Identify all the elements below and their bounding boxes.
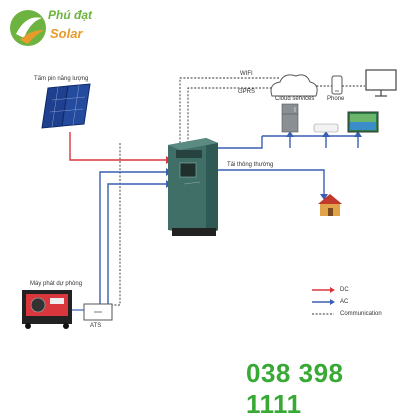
phone-icon: [331, 75, 343, 95]
dc-line-panel: [69, 132, 166, 161]
legend-ac-label: AC: [340, 299, 349, 305]
logo-icon: [10, 10, 46, 46]
brand-sub: Solar: [50, 26, 83, 41]
system-diagram: [10, 10, 397, 329]
generator-icon: [22, 290, 72, 329]
ats-label: ATS: [90, 323, 102, 329]
tv-icon: [347, 111, 379, 133]
solar-panel-label: Tấm pin năng lượng: [34, 76, 89, 82]
generator-label: Máy phát dự phòng: [30, 281, 83, 287]
cloud-label: Cloud services: [275, 96, 315, 102]
gprs-label: GPRS: [238, 89, 256, 95]
phone-number: 038 398 1111: [246, 358, 344, 419]
wifi-label: WIFI: [240, 71, 253, 77]
monitor-icon: [365, 69, 397, 97]
legend: [312, 287, 335, 315]
load-label: Tải thông thường: [227, 162, 274, 168]
ac-lines: [99, 135, 359, 305]
air-conditioner-icon: [313, 123, 339, 133]
legend-comm-label: Communication: [340, 311, 382, 317]
cloud-icon: [270, 74, 318, 97]
phone-label: Phone: [327, 96, 345, 102]
inverter-icon: [168, 138, 218, 236]
legend-dc-label: DC: [340, 287, 349, 293]
communication-lines: [112, 77, 365, 306]
fridge-icon: [281, 103, 299, 133]
brand-name: Phú đạt: [48, 8, 92, 22]
solar-panel-icon: [41, 83, 91, 129]
house-icon: [318, 194, 342, 216]
ats-icon: [83, 303, 113, 321]
